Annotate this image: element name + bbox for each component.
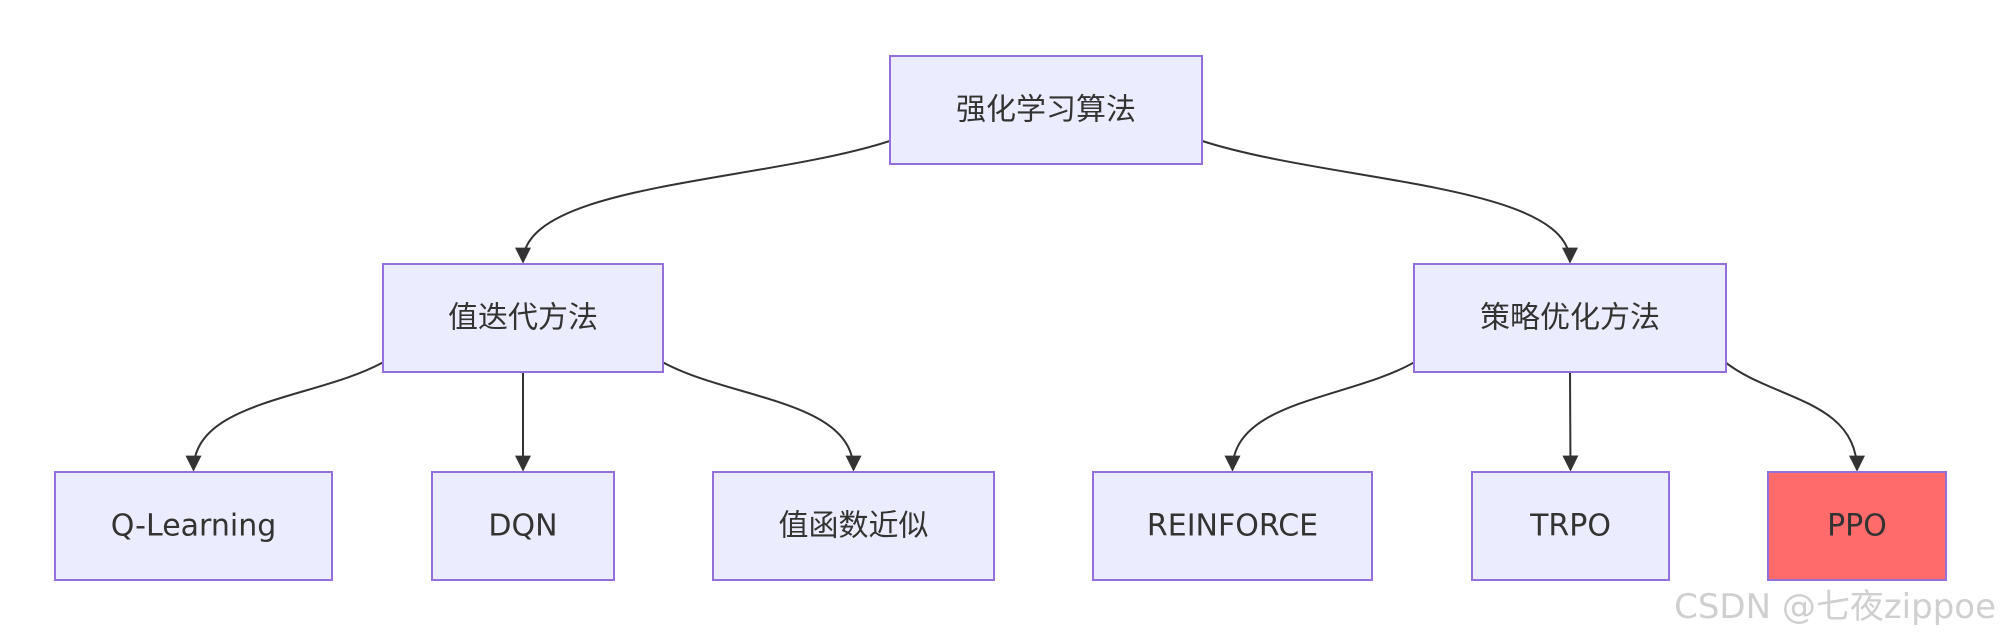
node-box-trpo <box>1471 471 1670 581</box>
node-box-qlearning <box>54 471 333 581</box>
edge-value-to-vfa <box>660 360 862 472</box>
node-root: 强化学习算法 <box>889 55 1203 165</box>
node-reinforce: REINFORCE <box>1092 471 1373 581</box>
node-ppo: PPO <box>1767 471 1947 581</box>
watermark-text: CSDN @七夜zippoe <box>1674 587 1996 627</box>
node-box-policy <box>1413 263 1727 373</box>
node-label-root: 强化学习算法 <box>956 93 1136 128</box>
node-box-vfa <box>712 471 995 581</box>
node-box-dqn <box>431 471 615 581</box>
edge-root-to-policy <box>1199 139 1578 264</box>
edges-layer <box>185 139 1865 472</box>
node-label-ppo: PPO <box>1827 509 1887 544</box>
node-trpo: TRPO <box>1471 471 1670 581</box>
node-label-dqn: DQN <box>488 509 557 544</box>
edge-policy-to-ppo <box>1723 360 1865 472</box>
edge-policy-to-trpo <box>1562 371 1579 472</box>
node-qlearning: Q-Learning <box>54 471 333 581</box>
node-box-root <box>889 55 1203 165</box>
node-box-reinforce <box>1092 471 1373 581</box>
node-box-value <box>382 263 664 373</box>
node-label-vfa: 值函数近似 <box>779 509 929 544</box>
edge-root-to-value <box>515 139 893 264</box>
node-label-reinforce: REINFORCE <box>1147 509 1318 544</box>
node-box-ppo <box>1767 471 1947 581</box>
node-label-trpo: TRPO <box>1529 509 1611 544</box>
node-dqn: DQN <box>431 471 615 581</box>
edge-policy-to-reinforce <box>1224 360 1417 472</box>
node-label-value: 值迭代方法 <box>448 301 598 336</box>
node-vfa: 值函数近似 <box>712 471 995 581</box>
node-label-qlearning: Q-Learning <box>111 509 277 544</box>
node-label-policy: 策略优化方法 <box>1480 301 1660 336</box>
node-policy: 策略优化方法 <box>1413 263 1727 373</box>
node-value: 值迭代方法 <box>382 263 664 373</box>
edge-value-to-qlearning <box>185 360 386 472</box>
